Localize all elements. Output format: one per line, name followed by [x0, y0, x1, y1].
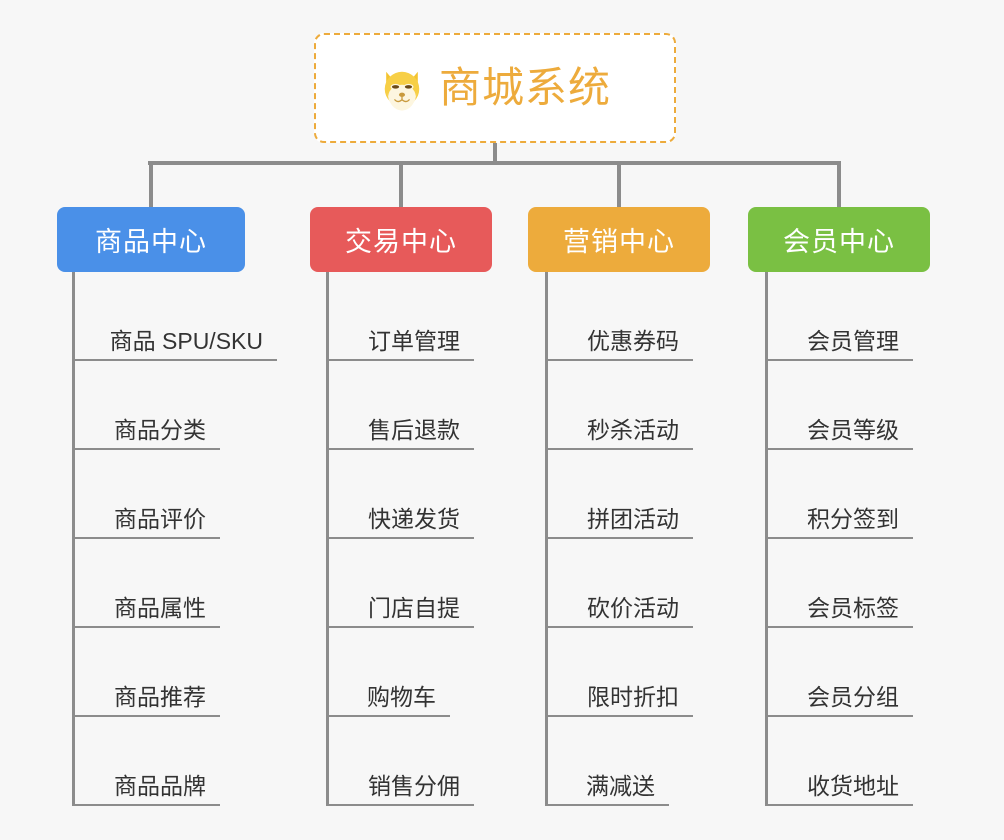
category-box-1[interactable]: 商品中心 [57, 207, 245, 272]
leaf-item[interactable]: 会员管理 [765, 272, 913, 361]
leaf-item-label: 商品品牌 [114, 772, 206, 799]
leaf-item[interactable]: 商品推荐 [72, 628, 220, 717]
connector-horizontal-bus [148, 161, 838, 165]
leaf-item[interactable]: 砍价活动 [545, 539, 693, 628]
category-label: 营销中心 [563, 227, 675, 257]
leaf-item-label: 拼团活动 [587, 505, 679, 532]
leaf-item[interactable]: 购物车 [326, 628, 450, 717]
leaf-item-label: 会员分组 [807, 683, 899, 710]
leaf-item-label: 商品分类 [114, 416, 206, 443]
leaf-item[interactable]: 限时折扣 [545, 628, 693, 717]
category-box-3[interactable]: 营销中心 [528, 207, 710, 272]
leaf-item[interactable]: 商品品牌 [72, 717, 220, 806]
leaf-item[interactable]: 积分签到 [765, 450, 913, 539]
root-node-shop-system[interactable]: 商城系统 [314, 33, 676, 143]
shiba-dog-face-icon [384, 71, 420, 111]
leaf-item-label: 砍价活动 [587, 594, 679, 621]
category-label: 商品中心 [95, 227, 207, 257]
leaf-item[interactable]: 会员标签 [765, 539, 913, 628]
leaf-item-label: 销售分佣 [368, 772, 460, 799]
leaf-item-label: 商品属性 [114, 594, 206, 621]
connector-spine-3 [545, 272, 548, 806]
leaf-item[interactable]: 满减送 [545, 717, 669, 806]
leaf-item-label: 会员管理 [807, 327, 899, 354]
leaf-item-label: 商品评价 [114, 505, 206, 532]
leaf-item-label: 优惠券码 [587, 327, 679, 354]
leaf-item[interactable]: 商品评价 [72, 450, 220, 539]
category-label: 会员中心 [783, 227, 895, 257]
leaf-item-label: 会员等级 [807, 416, 899, 443]
connector-drop-4 [837, 161, 841, 207]
leaf-item-label: 购物车 [367, 683, 436, 710]
leaf-item[interactable]: 优惠券码 [545, 272, 693, 361]
leaf-item[interactable]: 商品 SPU/SKU [72, 272, 277, 361]
leaf-item-label: 订单管理 [368, 327, 460, 354]
leaf-item-label: 会员标签 [807, 594, 899, 621]
leaf-item-label: 积分签到 [807, 505, 899, 532]
category-box-2[interactable]: 交易中心 [310, 207, 492, 272]
connector-drop-1 [149, 161, 153, 207]
leaf-item-label: 快递发货 [368, 505, 460, 532]
leaf-item[interactable]: 秒杀活动 [545, 361, 693, 450]
leaf-item[interactable]: 销售分佣 [326, 717, 474, 806]
root-node-label: 商城系统 [438, 64, 611, 111]
leaf-item-label: 售后退款 [368, 416, 460, 443]
leaf-item[interactable]: 快递发货 [326, 450, 474, 539]
leaf-item[interactable]: 售后退款 [326, 361, 474, 450]
leaf-item[interactable]: 订单管理 [326, 272, 474, 361]
leaf-item-label: 商品 SPU/SKU [109, 327, 263, 354]
leaf-item-label: 满减送 [586, 772, 655, 799]
leaf-item[interactable]: 商品分类 [72, 361, 220, 450]
category-box-4[interactable]: 会员中心 [748, 207, 930, 272]
category-label: 交易中心 [345, 227, 457, 257]
leaf-item[interactable]: 拼团活动 [545, 450, 693, 539]
leaf-item[interactable]: 会员等级 [765, 361, 913, 450]
leaf-item-label: 秒杀活动 [587, 416, 679, 443]
leaf-item[interactable]: 门店自提 [326, 539, 474, 628]
connector-root-stem [493, 143, 497, 164]
leaf-item[interactable]: 商品属性 [72, 539, 220, 628]
connector-drop-2 [399, 161, 403, 207]
leaf-item-label: 限时折扣 [587, 683, 679, 710]
leaf-item-label: 商品推荐 [114, 683, 206, 710]
leaf-item-label: 门店自提 [368, 594, 460, 621]
connector-spine-4 [765, 272, 768, 806]
connector-spine-2 [326, 272, 329, 806]
connector-spine-1 [72, 272, 75, 806]
leaf-item[interactable]: 会员分组 [765, 628, 913, 717]
leaf-item[interactable]: 收货地址 [765, 717, 913, 806]
connector-drop-3 [617, 161, 621, 207]
leaf-item-label: 收货地址 [807, 772, 899, 799]
